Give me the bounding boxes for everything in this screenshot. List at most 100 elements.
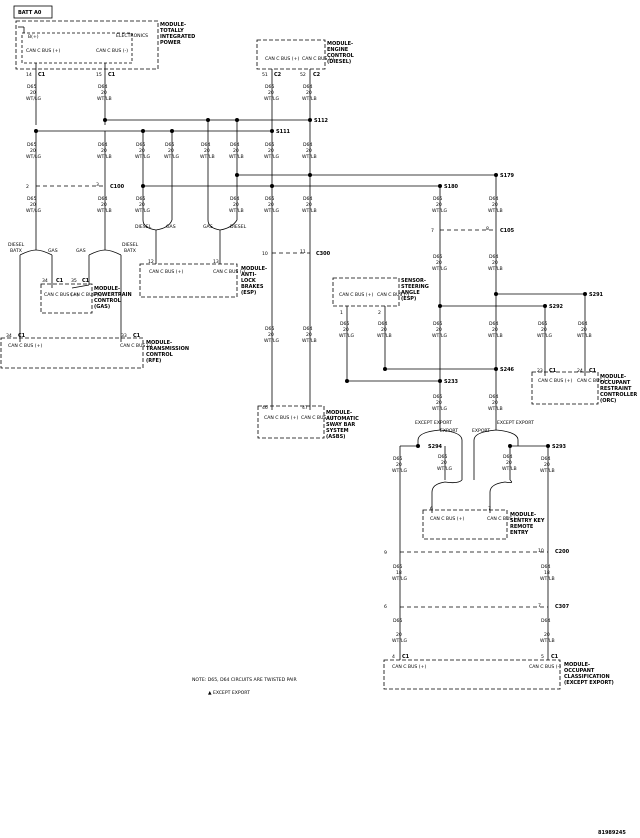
sas-title-3: ANGLE (401, 290, 420, 296)
wire-gauge: 20 (30, 202, 36, 208)
wire-gauge: 20 (436, 400, 442, 406)
wire-gauge: 20 (306, 90, 312, 96)
splice-s294: S294 (428, 444, 443, 450)
skreem-title-4: ENTRY (510, 530, 529, 536)
ecm-bus-plus: CAN C BUS (+) (265, 56, 299, 62)
wire-gauge: 20 (436, 327, 442, 333)
tcm-pin-a: 34 (6, 333, 12, 339)
sas-bus-plus: CAN C BUS (+) (339, 292, 373, 298)
asbs-bus-minus: CAN C BUS (-) (301, 415, 333, 421)
asbs-pin-a: 46 (262, 405, 268, 411)
ecm-bus-minus: CAN C BUS (-) (302, 56, 334, 62)
wire-d64: D64 (230, 142, 239, 148)
wire-color: WT/LG (135, 154, 150, 160)
wire-d65: D65 (265, 196, 274, 202)
skreem-bus-minus: CAN C BUS (-) (487, 516, 519, 522)
occ-pin-b: 5 (541, 654, 544, 660)
ecm-pin-a: 51 (262, 72, 268, 78)
wire-color: WT/LB (97, 208, 112, 214)
wire-gauge: 20 (268, 148, 274, 154)
wire-d65: D65 (265, 326, 274, 332)
occ-conn-b: C1 (551, 654, 559, 660)
sas-pin-b: 2 (378, 310, 381, 316)
wire-color: WT/LG (392, 576, 407, 582)
wire-color: WT/LG (26, 154, 41, 160)
wire-color: WT/LB (540, 576, 555, 582)
wire-gauge: 20 (581, 327, 587, 333)
wire-d65: D65 (340, 321, 349, 327)
wire-color: WT/LG (264, 338, 279, 344)
tipm-conn-a: C1 (38, 72, 46, 78)
wire-d64: D64 (303, 84, 312, 90)
wire-gauge: 20 (436, 260, 442, 266)
occ-title-2: OCCUPANT (564, 668, 595, 674)
abs-bus-minus: CAN C BUS (-) (213, 269, 245, 275)
wire-gauge: 20 (544, 632, 550, 638)
wire-color: WT/LB (229, 154, 244, 160)
wire-color: WT/LG (264, 208, 279, 214)
wire-color: WT/LG (432, 266, 447, 272)
wire-color: WT/LG (339, 333, 354, 339)
wire-gauge: 20 (396, 462, 402, 468)
tipm-title-4: POWER (160, 40, 181, 46)
c100-pin-a: 2 (26, 184, 29, 190)
c100-pin-b: 3 (96, 182, 99, 188)
orc-bus-plus: CAN C BUS (+) (538, 378, 572, 384)
ecm-title-3: CONTROL (327, 53, 355, 59)
wire-gauge: 20 (204, 148, 210, 154)
ecm-module-box (256, 39, 326, 70)
tcm-title-1: MODULE- (146, 340, 172, 346)
note-except-export: ▲ EXCEPT EXPORT (208, 690, 250, 696)
option-gas: GAS (76, 248, 86, 254)
orc-pin-b: 24 (577, 368, 583, 374)
tcm-bus-minus: CAN C BUS (-) (120, 343, 152, 349)
c105-pin-a: 7 (431, 228, 434, 234)
tcm-module-box (0, 337, 144, 369)
pcm-title-4: (GAS) (94, 304, 110, 310)
wire-gauge: 18 (544, 570, 550, 576)
tipm-b-plus: B(+) (28, 34, 39, 40)
wire-d65: D65 (538, 321, 547, 327)
wire-d65: D65 (265, 142, 274, 148)
wire-d65: D65 (438, 454, 447, 460)
wire-color: WT/LG (164, 154, 179, 160)
option-gas: GAS (166, 224, 176, 230)
wire-gauge: 20 (101, 202, 107, 208)
option-gas: GAS (203, 224, 213, 230)
wire-d64: D64 (230, 196, 239, 202)
tipm-title-3: INTEGRATED (160, 34, 195, 40)
wire-color: WT/LB (540, 468, 555, 474)
option-diesel: DIESEL (230, 224, 247, 230)
skreem-module-box (422, 509, 508, 540)
wire-gauge: 20 (506, 460, 512, 466)
splice-s111: S111 (276, 129, 291, 135)
wire-color: WT/LB (302, 338, 317, 344)
wire-color: WT/LB (488, 333, 503, 339)
wire-gauge: 20 (492, 260, 498, 266)
sas-module-box (332, 277, 400, 307)
occ-bus-minus: CAN C BUS (-) (529, 664, 561, 670)
wire-color: WT/LB (200, 154, 215, 160)
c105-pin-b: 8 (486, 226, 489, 232)
orc-bus-minus: CAN C BUS (-) (577, 378, 609, 384)
wire-gauge: 20 (441, 460, 447, 466)
wire-gauge: 20 (268, 90, 274, 96)
option-diesel: DIESEL (135, 224, 152, 230)
wire-gauge: 20 (30, 90, 36, 96)
wire-d64: D64 (541, 456, 550, 462)
wire-d65: D65 (433, 321, 442, 327)
abs-title-5: (ESP) (241, 290, 256, 296)
splice-s291: S291 (589, 292, 604, 298)
wire-d64: D64 (98, 142, 107, 148)
batt-label: BATT A0 (18, 10, 42, 16)
wire-color: WT/LG (264, 96, 279, 102)
wire-color: WT/LB (302, 208, 317, 214)
splice-s292: S292 (549, 304, 564, 310)
wire-d64: D64 (489, 254, 498, 260)
tcm-title-2: TRANSMISSION (146, 346, 189, 352)
c200-pin-b: 10 (538, 548, 544, 554)
wire-color: WT/LB (488, 208, 503, 214)
orc-module-box (531, 371, 599, 405)
wire-d64: D64 (578, 321, 587, 327)
